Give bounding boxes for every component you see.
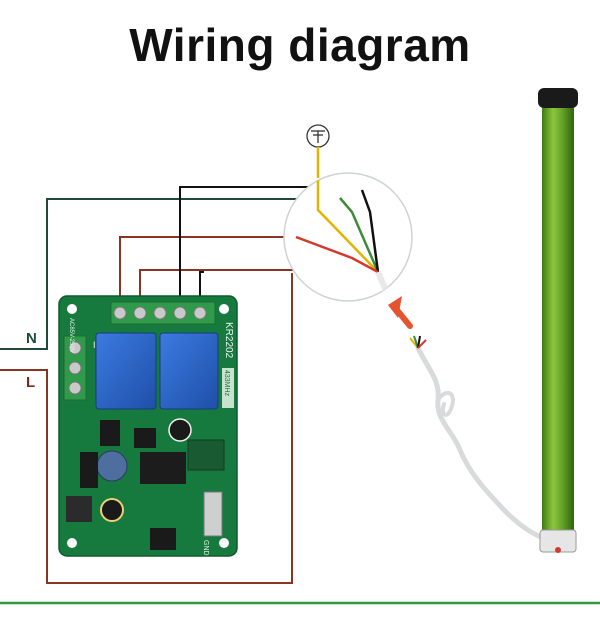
motor-cable [415, 345, 551, 543]
rf-module [140, 452, 186, 484]
button [168, 418, 192, 442]
relay-2 [159, 332, 219, 410]
relay-1 [95, 332, 157, 410]
neutral-wire [0, 198, 362, 350]
tubular-motor [538, 88, 578, 553]
live-label: L [26, 374, 36, 391]
direction-arrow-icon [388, 296, 413, 329]
wire-zoom-callout [283, 172, 413, 302]
live-wire [0, 273, 293, 584]
transistor [100, 420, 120, 446]
neutral-label: N [26, 330, 37, 347]
ground-icon [306, 124, 330, 178]
ic-chip [134, 428, 156, 448]
input-terminal-block [63, 335, 87, 401]
capacitor [96, 450, 128, 482]
gnd-label: GND [202, 540, 209, 556]
diagram-title: Wiring diagram [129, 19, 471, 71]
board-freq-label: 433MHz [223, 370, 230, 397]
output-terminal-block [110, 301, 216, 325]
power-spec-label: AC85V-250V [68, 318, 74, 353]
board-model-label: KR2202 [223, 322, 234, 359]
relay-board: IN AC85V-250V KR2202 433MHz GND [58, 295, 238, 557]
inductor [66, 496, 92, 522]
motor-cable-wire-ends [409, 335, 427, 349]
